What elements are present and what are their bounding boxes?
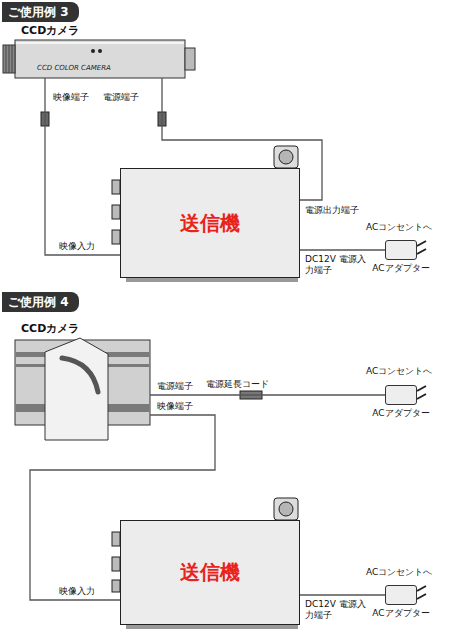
example-header: ご使用例 4	[2, 292, 79, 312]
terminal-label: 電源端子	[102, 92, 140, 103]
transmitter-base	[126, 278, 298, 282]
outlet-note: ACコンセントへ	[365, 567, 433, 578]
camera-rear	[185, 48, 195, 70]
node-text: ご使用例 3	[8, 4, 69, 20]
node-text: CCDカメラ	[15, 24, 185, 38]
terminal-label: 映像端子	[52, 92, 90, 103]
ccd-camera: CCDカメラ	[15, 322, 150, 425]
ac-adapter: ACアダプター	[385, 585, 417, 605]
terminal-label: DC12V 電源入力端子	[304, 254, 368, 276]
camera-bracket	[45, 338, 108, 440]
node-text: ご使用例 4	[8, 294, 69, 310]
camera-shine	[16, 42, 184, 44]
ac-adapter: ACアダプター	[385, 240, 417, 260]
outlet-note: ACコンセントへ	[365, 366, 433, 377]
cable	[300, 249, 385, 250]
transmitter-box: 送信機	[120, 520, 300, 625]
terminal-label: 電源端子	[156, 381, 194, 392]
transmitter-box: 送信機	[120, 168, 300, 278]
node-text: ACアダプター	[372, 408, 429, 419]
camera-dot	[98, 49, 102, 53]
antenna-socket	[279, 150, 293, 164]
transmitter-knobs	[112, 180, 120, 244]
cord-label: 電源延長コード	[205, 379, 270, 390]
camera-lens	[3, 45, 15, 73]
terminal-label: 映像入力	[58, 241, 96, 252]
bracket-slot	[62, 358, 98, 392]
node-text: ACアダプター	[372, 263, 429, 274]
camera-body	[15, 40, 185, 78]
cable	[150, 394, 385, 395]
node-text: ACアダプター	[372, 608, 429, 619]
terminal-label: 映像入力	[58, 586, 96, 597]
node-text: CCDカメラ	[15, 322, 150, 336]
outlet-note: ACコンセントへ	[365, 222, 433, 233]
adapter-prongs	[417, 386, 426, 399]
node-text: 送信機	[180, 210, 240, 237]
camera-dot	[91, 49, 95, 53]
antenna-socket	[279, 502, 293, 516]
example-header: ご使用例 3	[2, 2, 79, 22]
body-text: CCD COLOR CAMERA	[15, 64, 185, 73]
cable	[300, 594, 385, 595]
adapter-prongs	[417, 241, 426, 254]
terminal-label: 電源出力端子	[304, 205, 360, 216]
cable	[45, 78, 120, 255]
node-text: 送信機	[180, 559, 240, 586]
transmitter-base	[126, 625, 298, 629]
terminal-label: DC12V 電源入力端子	[304, 599, 368, 621]
antenna-mount	[274, 498, 298, 520]
ccd-camera: CCDカメラ CCD COLOR CAMERA	[15, 24, 185, 78]
ac-adapter: ACアダプター	[385, 385, 417, 405]
terminal-label: 映像端子	[156, 401, 194, 412]
transmitter-knobs	[112, 532, 120, 592]
adapter-prongs	[417, 586, 426, 599]
lens-ribs	[6, 45, 12, 73]
antenna-mount	[274, 146, 298, 168]
